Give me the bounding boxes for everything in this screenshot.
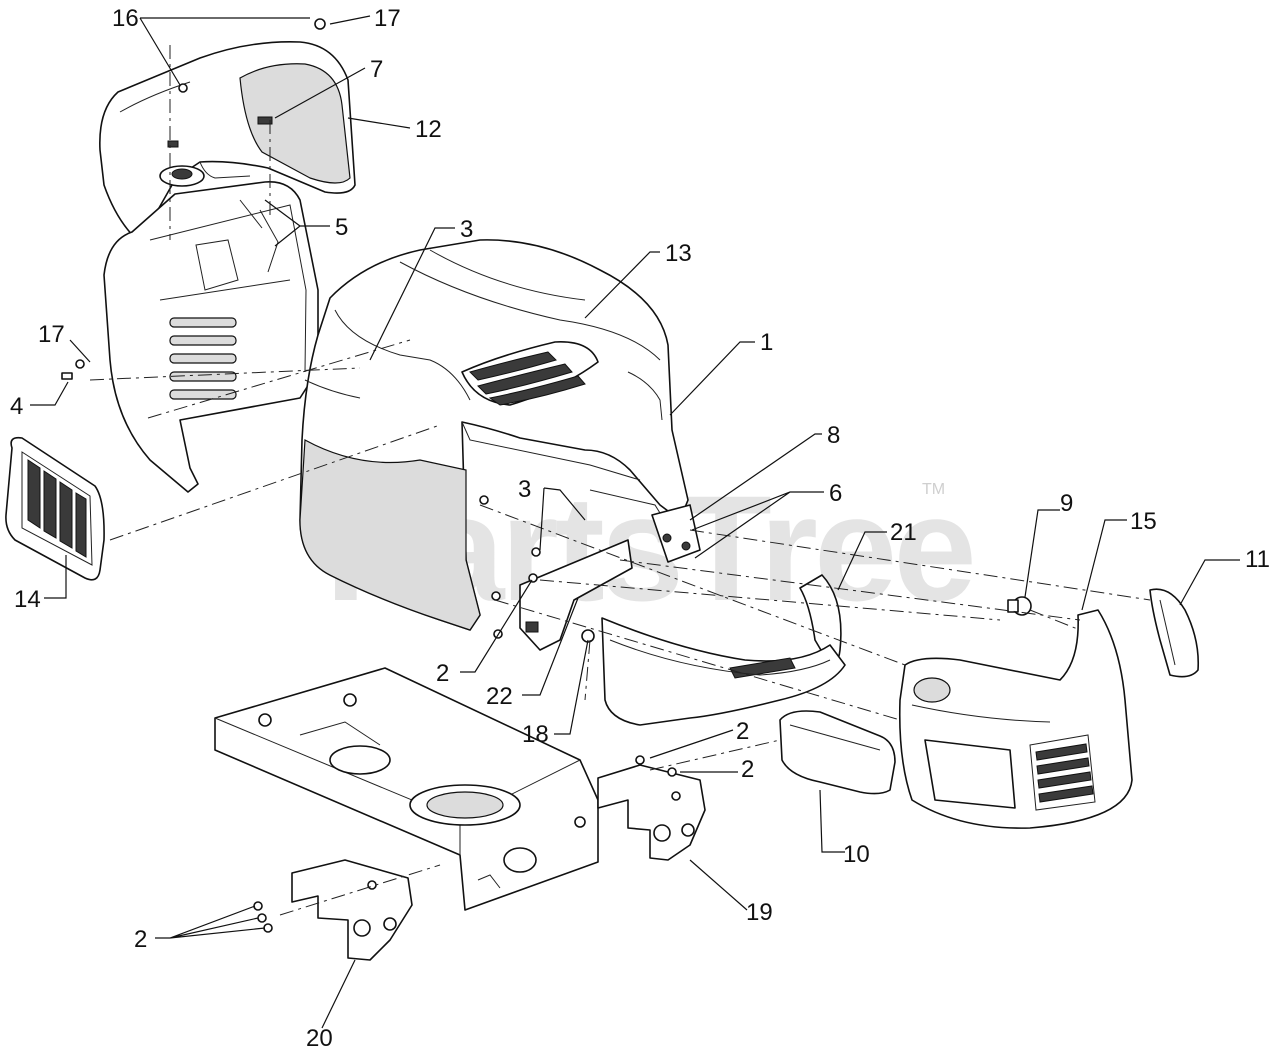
fasteners [61,18,677,933]
assembly-lines [89,45,1151,916]
hood-bracket-part [519,504,701,651]
callout-1: 1 [760,329,773,356]
callout-13: 13 [665,240,692,267]
callout-15: 15 [1130,508,1157,535]
callout-10: 10 [843,841,870,868]
callout-2-mid: 2 [436,660,449,687]
callout-2-right: 2 [741,756,754,783]
callout-20: 20 [306,1025,333,1052]
headlight-lens-part [1149,588,1200,678]
callout-7: 7 [370,56,383,83]
callout-17-left: 17 [38,321,65,348]
callout-3-mid: 3 [518,476,531,503]
callout-9: 9 [1060,490,1073,517]
callout-2-left: 2 [134,926,147,953]
callout-4: 4 [10,393,23,420]
callout-17-top: 17 [374,5,401,32]
callout-5: 5 [335,214,348,241]
callout-14: 14 [14,586,41,613]
bumper-part [601,574,846,726]
bulb-part [1007,596,1032,616]
callout-21: 21 [890,519,917,546]
callout-19: 19 [746,899,773,926]
callout-11: 11 [1245,546,1270,573]
callout-3-top: 3 [460,216,473,243]
callout-2-upper-right: 2 [736,718,749,745]
callout-labels: 16 17 7 12 5 3 13 1 17 4 8 6 3 9 21 15 1… [10,5,1270,1052]
lower-cover-part [779,710,896,795]
dash-panel-part [103,181,319,493]
left-bracket-part [291,859,413,961]
right-bracket-part [597,764,706,861]
callout-8: 8 [827,422,840,449]
callout-18: 18 [522,721,549,748]
front-grille-part [898,609,1133,829]
callout-16: 16 [112,5,139,32]
leader-lines [30,15,1240,1029]
callout-6: 6 [829,480,842,507]
callout-22: 22 [486,683,513,710]
hood-part [299,239,689,631]
callout-12: 12 [415,116,442,143]
watermark-trademark: TM [922,481,945,498]
chassis-frame-part [214,667,599,911]
side-grille-part [5,436,105,581]
